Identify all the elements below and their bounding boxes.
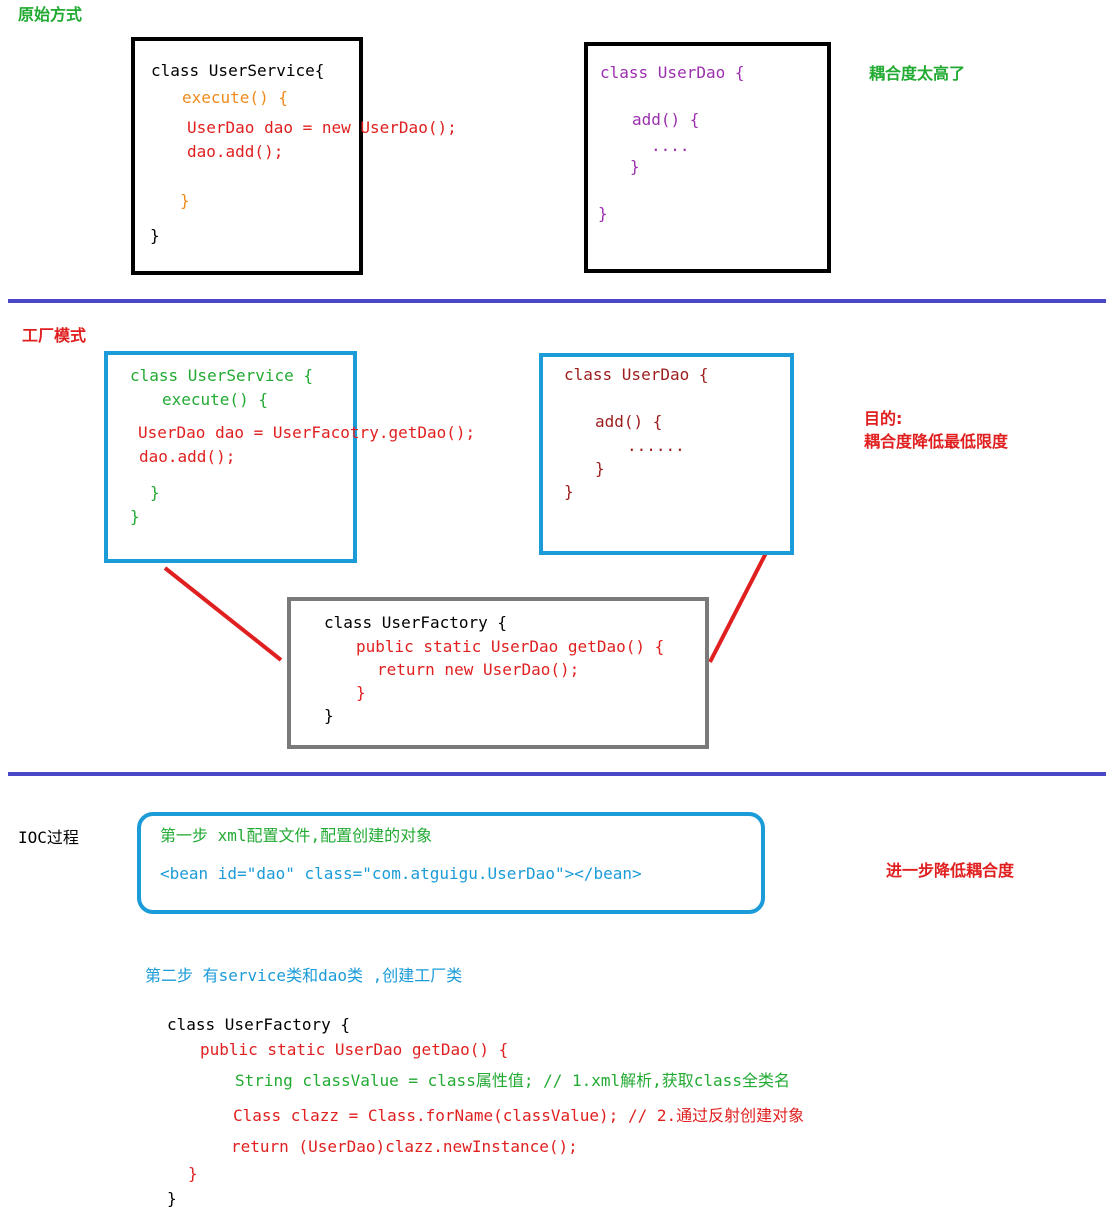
section-title-original: 原始方式: [18, 5, 83, 24]
section-title-factory: 工厂模式: [22, 326, 87, 345]
code-line: class UserDao {: [564, 365, 709, 384]
connector-line-service: [163, 566, 283, 662]
step1-label: 第一步 xml配置文件,配置创建的对象: [160, 826, 433, 845]
code-line: }: [150, 483, 160, 502]
code-line: ....: [651, 136, 690, 155]
purpose-body: 耦合度降低最低限度: [864, 432, 1009, 451]
code-line: }: [150, 226, 160, 245]
code-line: Class clazz = Class.forName(classValue);…: [233, 1106, 805, 1125]
section-divider: [8, 772, 1106, 776]
code-line: public static UserDao getDao() {: [356, 637, 665, 656]
code-line: class UserService {: [130, 366, 314, 385]
code-line: }: [630, 157, 640, 176]
coupling-note: 耦合度太高了: [869, 64, 966, 83]
code-line: execute() {: [162, 390, 268, 409]
further-decouple-note: 进一步降低耦合度: [886, 861, 1015, 880]
code-line: class UserService{: [151, 61, 325, 80]
code-line: dao.add();: [139, 447, 236, 466]
code-line: }: [595, 459, 605, 478]
code-line: }: [598, 204, 608, 223]
code-line: }: [564, 482, 574, 501]
code-line: }: [356, 683, 366, 702]
code-line: UserDao dao = new UserDao();: [187, 118, 457, 137]
code-line: UserDao dao = UserFacotry.getDao();: [138, 423, 476, 442]
step1-box: [137, 812, 765, 914]
step2-label: 第二步 有service类和dao类 ,创建工厂类: [145, 966, 463, 985]
factory-userservice-box: [104, 351, 357, 563]
code-line: }: [180, 191, 190, 210]
userfactory-box: [287, 597, 709, 749]
code-line: return new UserDao();: [377, 660, 580, 679]
purpose-title: 目的:: [864, 409, 903, 428]
code-line: execute() {: [182, 88, 288, 107]
bean-xml: <bean id="dao" class="com.atguigu.UserDa…: [160, 864, 642, 883]
code-line: String classValue = class属性值; // 1.xml解析…: [235, 1071, 790, 1090]
code-line: class UserFactory {: [324, 613, 508, 632]
code-line: }: [324, 706, 334, 725]
code-line: public static UserDao getDao() {: [200, 1040, 509, 1059]
code-line: add() {: [632, 110, 700, 129]
code-line: return (UserDao)clazz.newInstance();: [231, 1137, 578, 1156]
userservice-box: [131, 37, 363, 275]
code-line: class UserFactory {: [167, 1015, 351, 1034]
code-line: }: [167, 1189, 177, 1208]
section-title-ioc: IOC过程: [18, 828, 79, 847]
code-line: class UserDao {: [600, 63, 745, 82]
code-line: dao.add();: [187, 142, 284, 161]
code-line: ......: [627, 436, 685, 455]
code-line: add() {: [595, 412, 663, 431]
factory-userdao-box: [539, 353, 794, 555]
userdao-box: [584, 42, 831, 273]
code-line: }: [130, 507, 140, 526]
connector-line-dao: [708, 552, 768, 663]
section-divider: [8, 299, 1106, 303]
code-line: }: [188, 1164, 198, 1183]
